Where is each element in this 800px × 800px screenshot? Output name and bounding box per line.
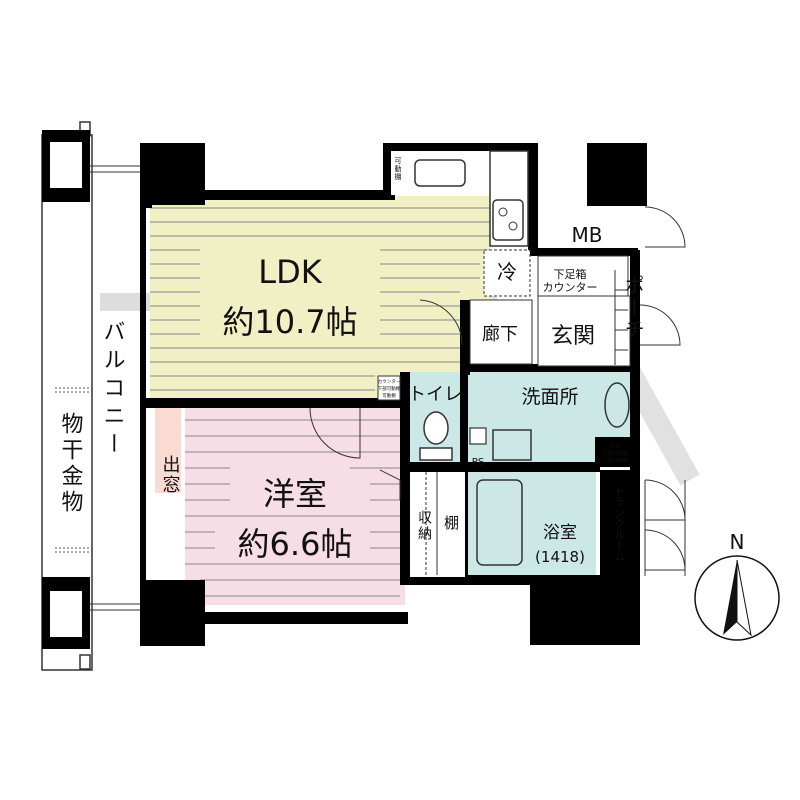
entrance-name: 玄関 (551, 324, 595, 349)
movable-shelf-2: 動 (395, 164, 402, 173)
western-flooring (185, 419, 400, 597)
balcony (41, 121, 140, 671)
shoe-box-label-1: 下足箱 (554, 267, 587, 281)
walls (140, 143, 647, 646)
compass-north: N (730, 530, 745, 554)
bathroom-name: 浴室 (543, 523, 577, 543)
ldk-name: LDK (258, 253, 322, 291)
ldk-size: 約10.7帖 (222, 303, 357, 341)
wash-storage-1: 収納 (610, 443, 620, 450)
bay-window-label: 出窓 (160, 455, 181, 495)
storage-label: 収納 (416, 510, 432, 542)
western-room-floor (185, 405, 405, 605)
bathroom-floor (468, 470, 596, 575)
trunk-room-label: トランクルーム (613, 485, 626, 562)
doors (309, 206, 686, 576)
shelf-label: 棚 (442, 515, 460, 530)
western-room-name: 洋室 (263, 475, 327, 513)
movable-shelf-3: 棚 (395, 172, 402, 181)
kitchen-counter (391, 150, 531, 297)
drying-rack-label: 物干金物 (58, 412, 84, 516)
compass: N (694, 530, 780, 641)
mb-label: MB (572, 223, 603, 247)
movable-shelf-1: 可 (395, 157, 402, 165)
washroom-name: 洗面所 (521, 386, 578, 408)
counter-label-2: 下部可動棚 (378, 385, 401, 392)
fridge-label: 冷 (497, 260, 517, 284)
entrance-area (469, 255, 681, 367)
counter-label-3: 可動棚 (382, 392, 396, 399)
bath-fixtures (410, 382, 630, 577)
western-room-size: 約6.6帖 (238, 525, 353, 563)
wash-storage-3: 下部可動棚 (602, 457, 627, 464)
ldk-floor (150, 196, 490, 406)
balcony-label: バルコニー (100, 320, 125, 460)
toilet-name: トイレ (408, 384, 462, 405)
bathroom-size: (1418) (535, 548, 585, 566)
wash-storage-2: 上部可動棚 (602, 450, 627, 457)
hallway-name: 廊下 (482, 324, 518, 345)
ps-label: PS (472, 457, 484, 468)
ldk-flooring (150, 207, 490, 391)
shoe-box-label-2: カウンター (543, 281, 598, 294)
counter-label-1: カウンター (378, 378, 401, 385)
porch-label: ポーチ (621, 275, 645, 341)
